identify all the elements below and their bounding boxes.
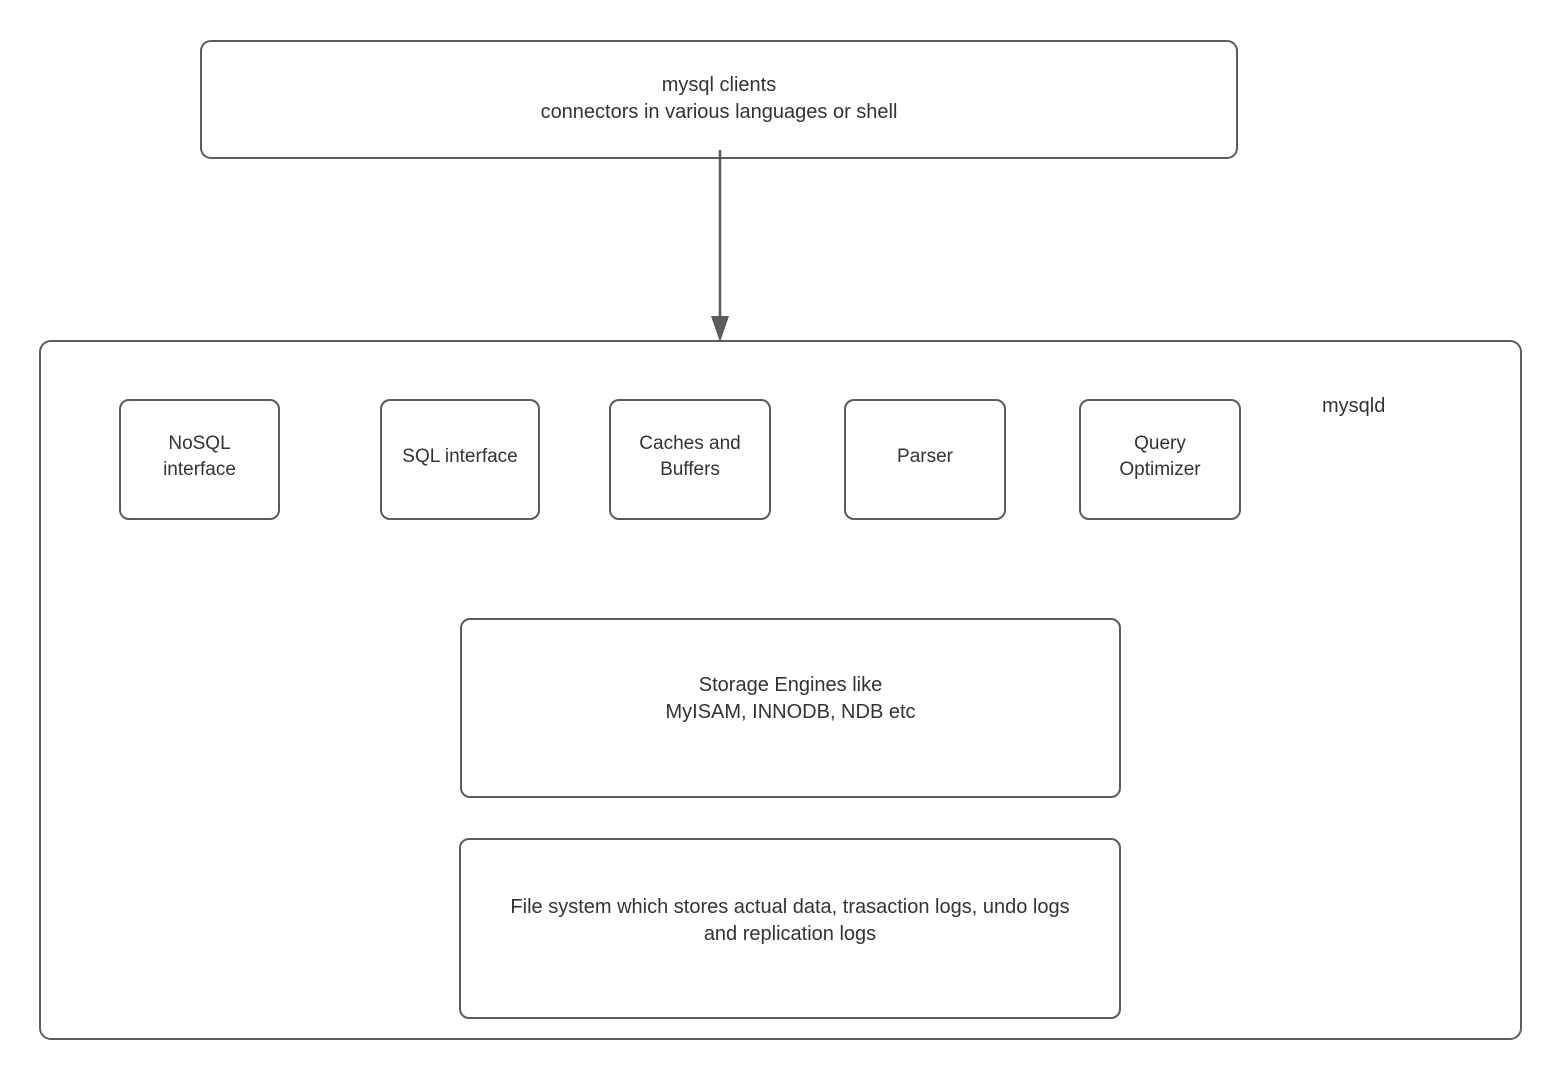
storage-engines-label: Storage Engines like MyISAM, INNODB, NDB…	[665, 674, 916, 723]
component-box-caches-and-buffers[interactable]: Caches and Buffers	[609, 399, 771, 520]
mysql-clients-label: mysql clients connectors in various lang…	[540, 73, 898, 123]
component-label-caches-and-buffers: Caches and Buffers	[639, 433, 741, 480]
component-box-query-optimizer[interactable]: Query Optimizer	[1079, 399, 1241, 520]
file-system-box[interactable]: File system which stores actual data, tr…	[459, 838, 1121, 1019]
component-label-query-optimizer: Query Optimizer	[1119, 433, 1201, 480]
component-box-nosql-interface[interactable]: NoSQL interface	[119, 399, 280, 520]
component-label-parser: Parser	[897, 445, 953, 467]
mysql-clients-box[interactable]: mysql clients connectors in various lang…	[200, 40, 1238, 159]
component-label-sql-interface: SQL interface	[402, 445, 518, 467]
arrow-head	[711, 316, 729, 342]
storage-engines-box[interactable]: Storage Engines like MyISAM, INNODB, NDB…	[460, 618, 1121, 798]
file-system-label: File system which stores actual data, tr…	[510, 895, 1070, 945]
component-box-sql-interface[interactable]: SQL interface	[380, 399, 540, 520]
mysqld-label: mysqld	[1322, 395, 1386, 417]
component-label-nosql-interface: NoSQL interface	[163, 433, 236, 480]
component-box-parser[interactable]: Parser	[844, 399, 1006, 520]
clients-to-mysqld-arrow-icon	[711, 150, 729, 342]
